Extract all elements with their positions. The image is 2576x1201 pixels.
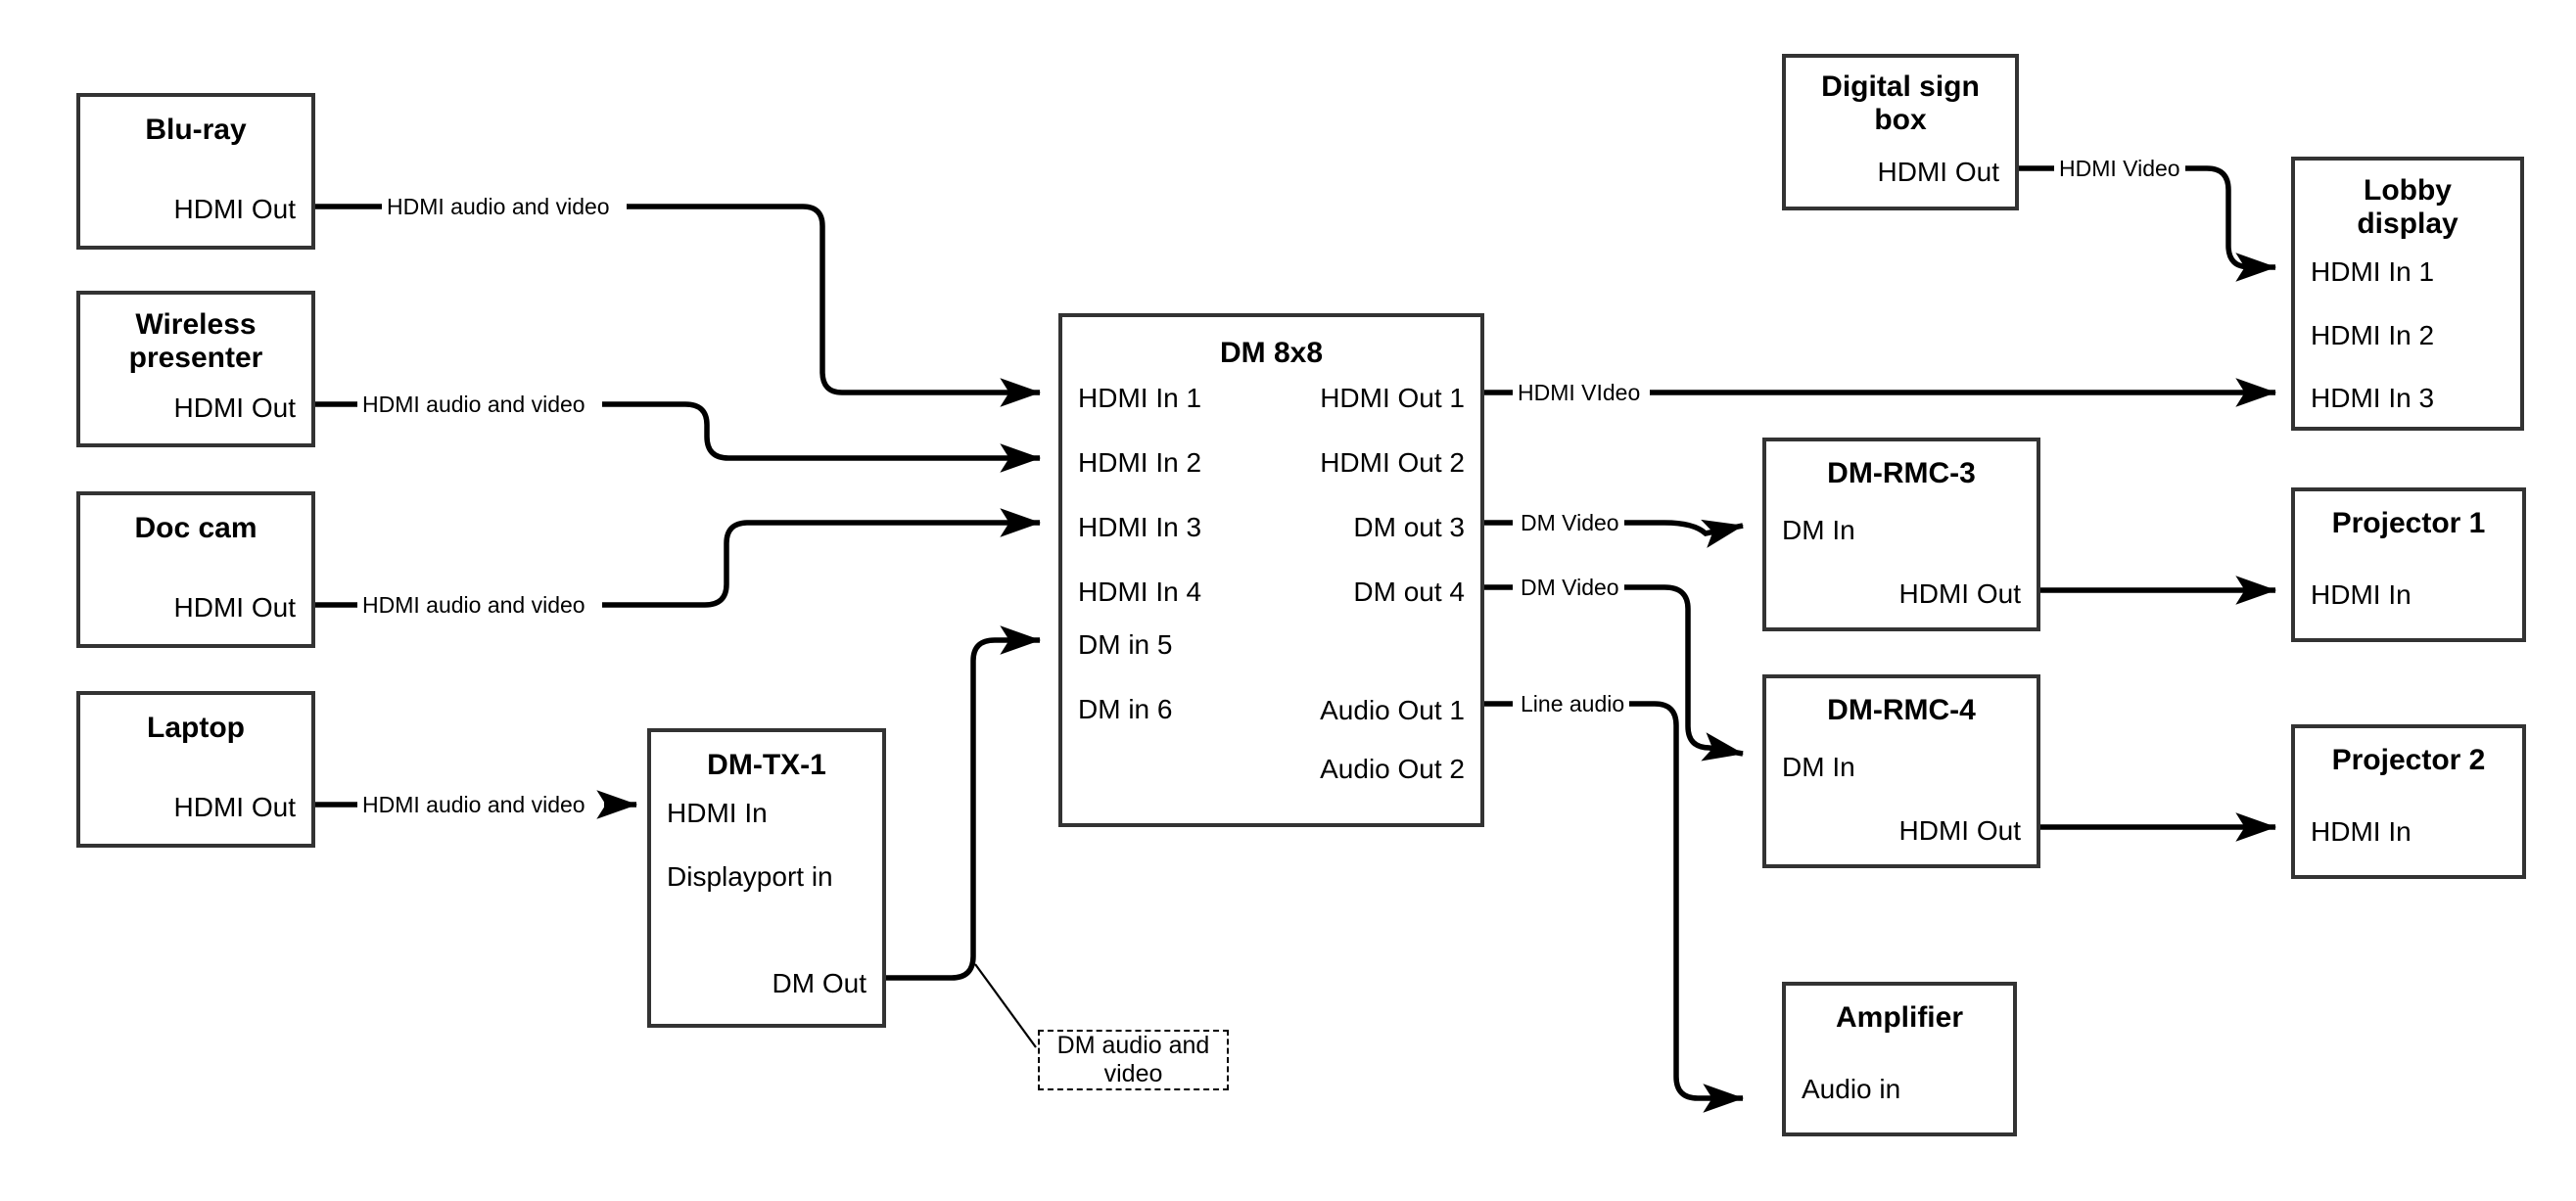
wire-label-dm-video-3: DM Video [1516,512,1624,534]
node-projector-2[interactable]: Projector 2 HDMI In [2291,724,2526,879]
node-wireless-presenter-title-line2: presenter [128,341,263,374]
node-lobby-display-title-line2: display [2357,207,2459,240]
callout-dm-audio-and-video-text: DM audio and video [1056,1031,1210,1088]
node-dm-rmc-3-title: DM-RMC-3 [1827,457,1976,489]
node-projector-2-title: Projector 2 [2331,744,2486,776]
port-dm-rmc-3-hdmi-out: HDMI Out [1898,578,2021,609]
node-digital-sign-box-title-line2: box [1874,103,1927,136]
node-dm-rmc-4[interactable]: DM-RMC-4 DM In HDMI Out [1762,674,2040,868]
node-lobby-display-title-line1: Lobby [2364,174,2452,207]
node-wireless-presenter[interactable]: Wireless presenter HDMI Out [76,291,315,447]
wire-bluray-to-dm8x8-in1 [315,204,1040,393]
wire-label-bluray: HDMI audio and video [382,196,615,218]
port-projector-2-hdmi-in: HDMI In [2311,816,2412,847]
node-bluray-title: Blu-ray [145,114,247,146]
node-doc-cam[interactable]: Doc cam HDMI Out [76,491,315,648]
wire-dmtx1-to-dm8x8-in5 [886,625,1042,981]
node-dm-rmc-4-title: DM-RMC-4 [1827,694,1976,726]
node-wireless-presenter-title-line1: Wireless [135,308,257,341]
port-lobby-display-hdmi-in-3: HDMI In 3 [2311,383,2435,413]
callout-leader-line [974,963,1037,1048]
port-dm-8x8-hdmi-out-2: HDMI Out 2 [1320,447,1465,478]
node-digital-sign-box-title-line1: Digital sign [1821,70,1980,103]
port-projector-1-hdmi-in: HDMI In [2311,579,2412,610]
port-dm-8x8-hdmi-in-4: HDMI In 4 [1078,577,1202,607]
node-projector-1[interactable]: Projector 1 HDMI In [2291,487,2526,642]
port-wireless-presenter-hdmi-out: HDMI Out [173,393,296,423]
port-dm-8x8-dm-in-5: DM in 5 [1078,629,1173,660]
port-dm-8x8-dm-out-3: DM out 3 [1353,512,1465,542]
wire-label-sign-hdmi-video: HDMI Video [2054,158,2185,180]
port-laptop-hdmi-out: HDMI Out [173,792,296,822]
port-dm-rmc-4-dm-in: DM In [1782,752,1855,782]
wire-label-hdmi-video-out1: HDMI VIdeo [1513,382,1646,404]
node-laptop[interactable]: Laptop HDMI Out [76,691,315,848]
port-dm-8x8-audio-out-1: Audio Out 1 [1320,695,1465,725]
wire-label-laptop: HDMI audio and video [357,794,590,816]
port-dm-8x8-dm-out-4: DM out 4 [1353,577,1465,607]
node-dm-tx-1-title: DM-TX-1 [707,749,826,781]
wire-sign-to-lobby-in1 [2019,165,2275,267]
node-doc-cam-title: Doc cam [134,512,258,544]
wire-label-doccam: HDMI audio and video [357,594,590,617]
port-doc-cam-hdmi-out: HDMI Out [173,592,296,623]
callout-dm-audio-and-video: DM audio and video [1038,1030,1229,1090]
port-dm-tx-1-hdmi-in: HDMI In [667,798,768,828]
node-amplifier[interactable]: Amplifier Audio in [1782,982,2017,1136]
port-dm-8x8-hdmi-out-1: HDMI Out 1 [1320,383,1465,413]
node-bluray[interactable]: Blu-ray HDMI Out [76,93,315,250]
port-dm-8x8-hdmi-in-2: HDMI In 2 [1078,447,1202,478]
port-amplifier-audio-in: Audio in [1802,1074,1901,1104]
wire-label-wireless: HDMI audio and video [357,393,590,416]
port-dm-rmc-4-hdmi-out: HDMI Out [1898,815,2021,846]
node-dm-8x8-title: DM 8x8 [1219,337,1324,369]
port-dm-8x8-hdmi-in-1: HDMI In 1 [1078,383,1202,413]
node-dm-8x8[interactable]: DM 8x8 HDMI In 1 HDMI In 2 HDMI In 3 HDM… [1058,313,1484,827]
node-projector-1-title: Projector 1 [2331,507,2486,539]
port-dm-8x8-hdmi-in-3: HDMI In 3 [1078,512,1202,542]
node-amplifier-title: Amplifier [1835,1001,1964,1034]
wire-dm8x8-audio1-to-amplifier [1482,701,1743,1098]
port-dm-tx-1-dm-out: DM Out [772,968,866,998]
wire-dm8x8-out4-to-rmc4 [1482,584,1743,754]
wire-label-dm-video-4: DM Video [1516,577,1624,599]
node-digital-sign-box[interactable]: Digital sign box HDMI Out [1782,54,2019,210]
port-digital-sign-box-hdmi-out: HDMI Out [1877,157,1999,187]
port-dm-rmc-3-dm-in: DM In [1782,515,1855,545]
port-bluray-hdmi-out: HDMI Out [173,194,296,224]
node-dm-rmc-3[interactable]: DM-RMC-3 DM In HDMI Out [1762,438,2040,631]
port-dm-tx-1-displayport-in: Displayport in [667,861,833,892]
wire-label-line-audio: Line audio [1516,693,1630,716]
port-dm-8x8-dm-in-6: DM in 6 [1078,694,1173,724]
port-lobby-display-hdmi-in-2: HDMI In 2 [2311,320,2435,350]
node-laptop-title: Laptop [147,712,245,744]
node-dm-tx-1[interactable]: DM-TX-1 HDMI In Displayport in DM Out [647,728,886,1028]
port-lobby-display-hdmi-in-1: HDMI In 1 [2311,256,2435,287]
node-lobby-display[interactable]: Lobby display HDMI In 1 HDMI In 2 HDMI I… [2291,157,2524,431]
port-dm-8x8-audio-out-2: Audio Out 2 [1320,754,1465,784]
